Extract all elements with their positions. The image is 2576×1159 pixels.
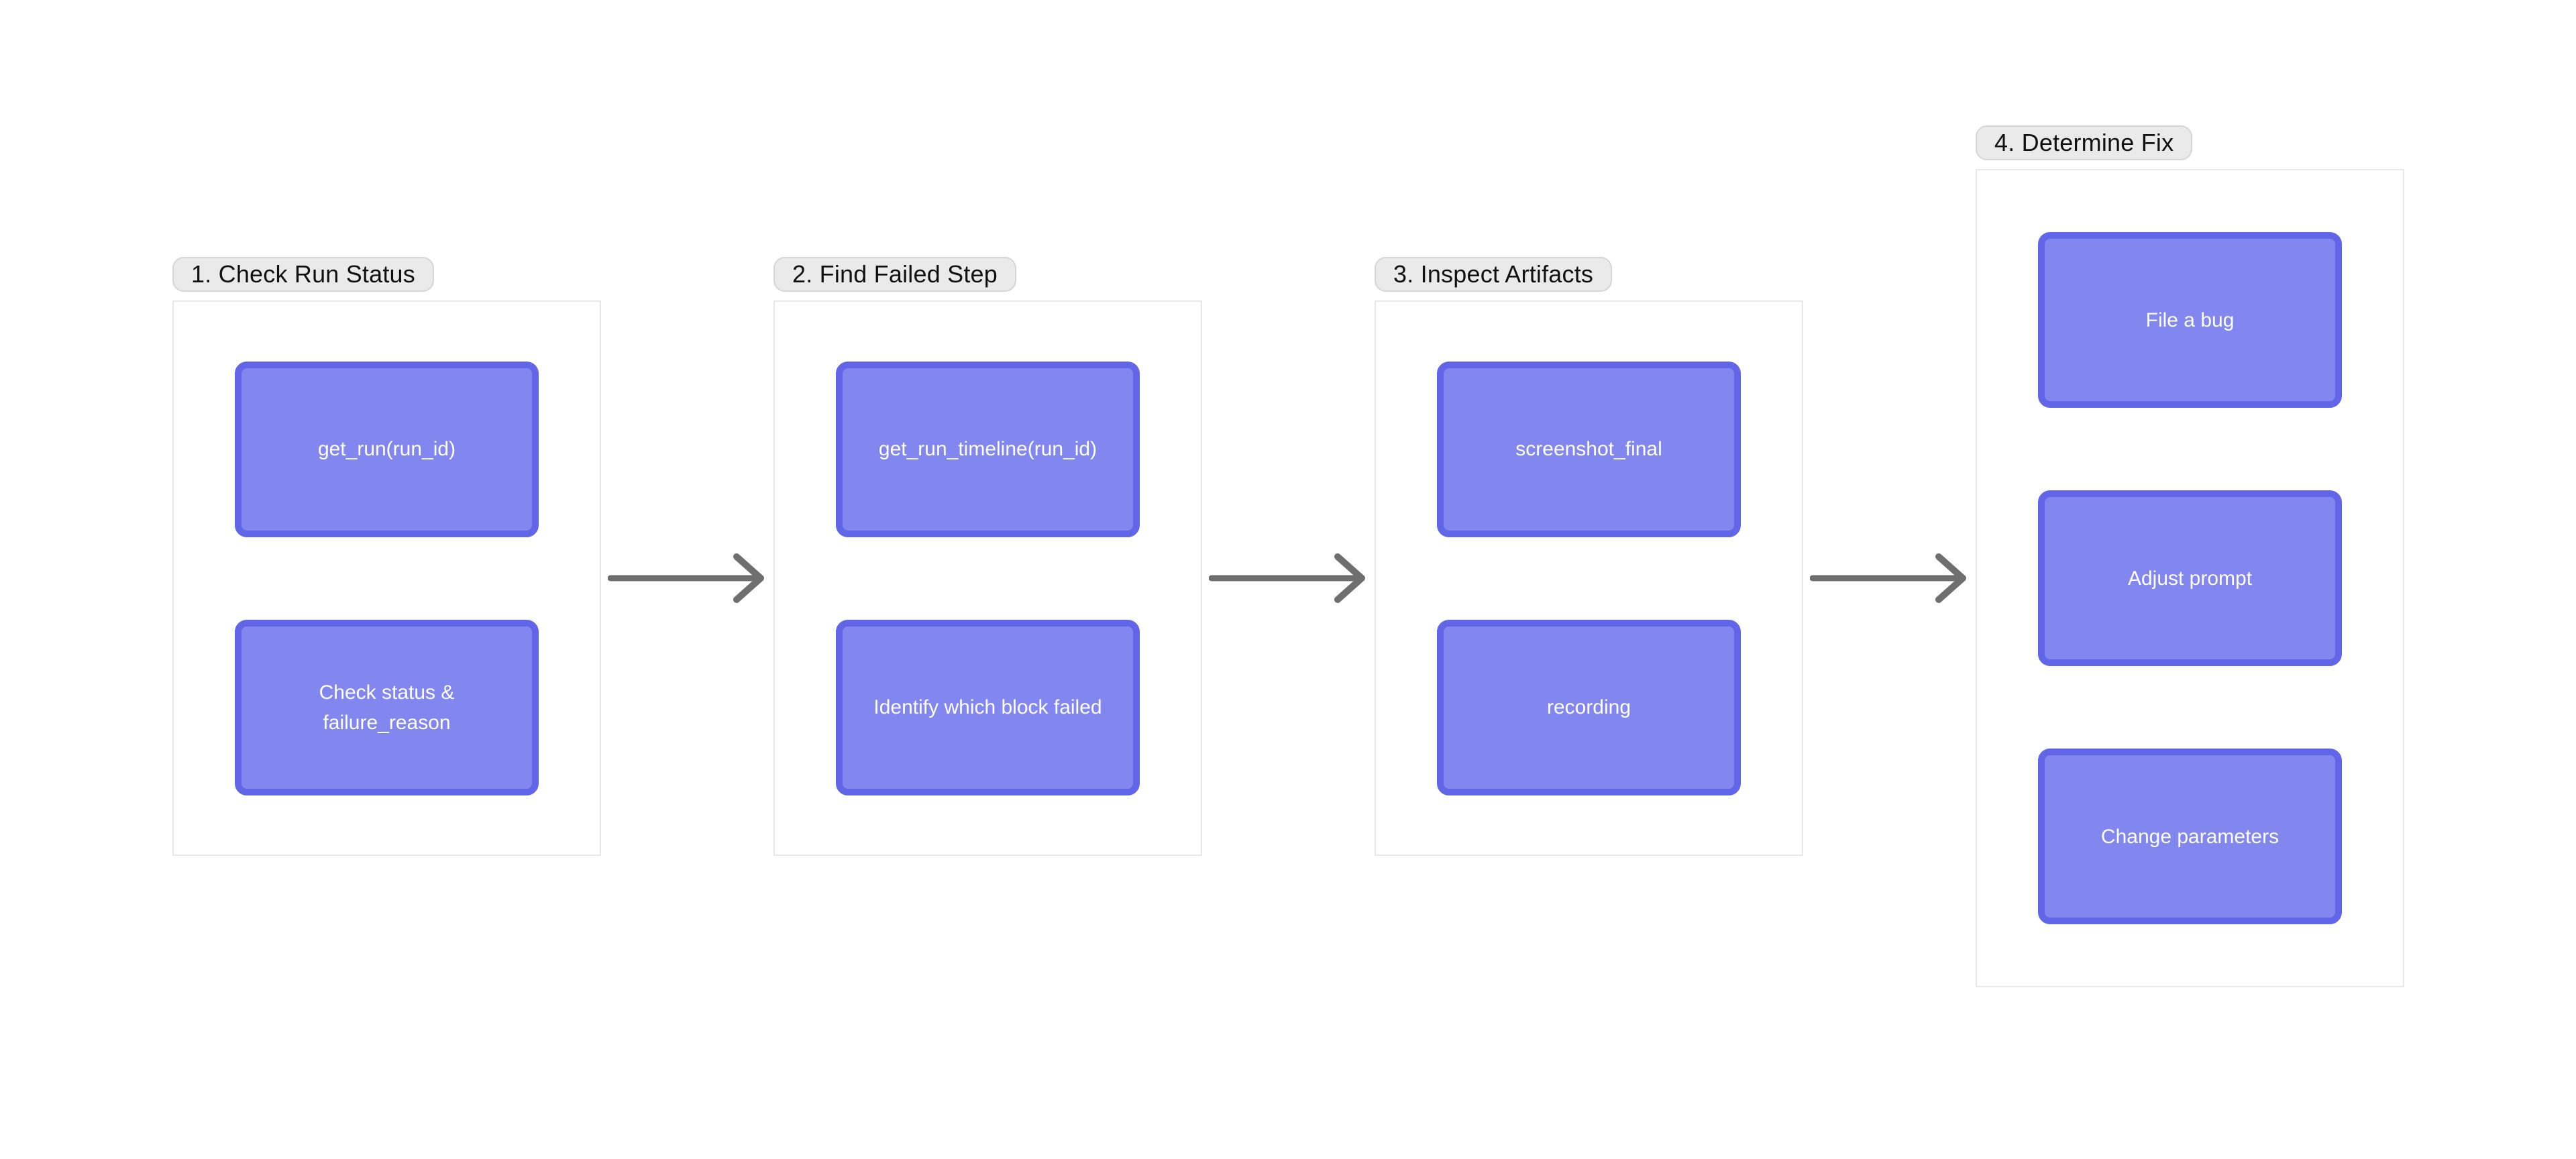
- group-label-check-run-status[interactable]: 1. Check Run Status: [172, 257, 434, 292]
- node-check-status-failure-reason[interactable]: Check status & failure_reason: [235, 619, 539, 795]
- node-recording[interactable]: recording: [1437, 619, 1741, 795]
- group-inspect-artifacts: 3. Inspect Artifacts screenshot_final re…: [1375, 257, 1803, 856]
- node-get-run-timeline[interactable]: get_run_timeline(run_id): [836, 361, 1140, 537]
- arrow-step2-to-step3: [1209, 553, 1365, 603]
- node-identify-which-block-failed[interactable]: Identify which block failed: [836, 619, 1140, 795]
- group-frame-determine-fix[interactable]: File a bug Adjust prompt Change paramete…: [1976, 169, 2404, 987]
- node-get-run[interactable]: get_run(run_id): [235, 361, 539, 537]
- group-label-inspect-artifacts[interactable]: 3. Inspect Artifacts: [1375, 257, 1613, 292]
- group-label-determine-fix[interactable]: 4. Determine Fix: [1976, 125, 2193, 160]
- group-determine-fix: 4. Determine Fix File a bug Adjust promp…: [1976, 125, 2404, 987]
- group-frame-inspect-artifacts[interactable]: screenshot_final recording: [1375, 300, 1803, 856]
- arrow-step3-to-step4: [1810, 553, 1966, 603]
- group-frame-find-failed-step[interactable]: get_run_timeline(run_id) Identify which …: [773, 300, 1202, 856]
- group-check-run-status: 1. Check Run Status get_run(run_id) Chec…: [172, 257, 601, 856]
- group-find-failed-step: 2. Find Failed Step get_run_timeline(run…: [773, 257, 1202, 856]
- node-screenshot-final[interactable]: screenshot_final: [1437, 361, 1741, 537]
- group-label-find-failed-step[interactable]: 2. Find Failed Step: [773, 257, 1016, 292]
- node-change-parameters[interactable]: Change parameters: [2038, 749, 2342, 924]
- arrow-step1-to-step2: [608, 553, 764, 603]
- node-file-a-bug[interactable]: File a bug: [2038, 232, 2342, 408]
- group-frame-check-run-status[interactable]: get_run(run_id) Check status & failure_r…: [172, 300, 601, 856]
- node-adjust-prompt[interactable]: Adjust prompt: [2038, 490, 2342, 666]
